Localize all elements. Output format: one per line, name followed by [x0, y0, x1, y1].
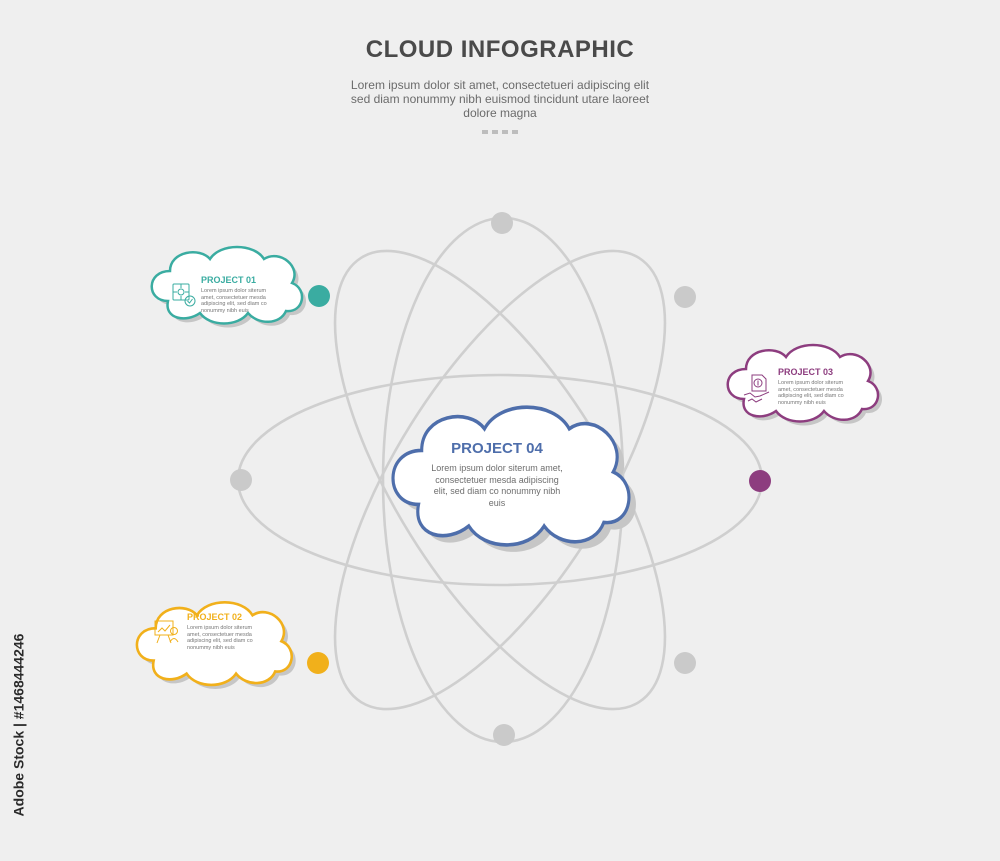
project01-description: Lorem ipsum dolor siterum amet, consecte…	[201, 288, 267, 314]
title-dot	[482, 130, 488, 134]
project01-title: PROJECT 01	[201, 275, 257, 285]
project04-title: PROJECT 04	[451, 440, 543, 457]
project02-title: PROJECT 02	[187, 612, 243, 622]
page-subtitle: Lorem ipsum dolor sit amet, consectetuer…	[350, 78, 650, 120]
page-title: CLOUD INFOGRAPHIC	[365, 36, 635, 63]
orbit-nodes	[230, 212, 771, 746]
project04-text: PROJECT 04 Lorem ipsum dolor siterum ame…	[431, 440, 563, 509]
dollar-handshake-icon	[743, 374, 770, 403]
title-dot	[512, 130, 518, 134]
project04-description: Lorem ipsum dolor siterum amet, consecte…	[431, 463, 563, 508]
project03-description: Lorem ipsum dolor siterum amet, consecte…	[778, 380, 844, 406]
stock-watermark: Adobe Stock | #1468444246	[8, 600, 28, 850]
stock-watermark-text: Adobe Stock | #1468444246	[10, 633, 27, 817]
title-dot	[502, 130, 508, 134]
node-project02	[307, 652, 329, 674]
presentation-board-icon	[154, 620, 179, 644]
project03-text: PROJECT 03 Lorem ipsum dolor siterum ame…	[778, 367, 850, 406]
header: CLOUD INFOGRAPHIC Lorem ipsum dolor sit …	[0, 36, 1000, 134]
project02-description: Lorem ipsum dolor siterum amet, consecte…	[187, 625, 253, 651]
node-project01	[308, 285, 330, 307]
node-lower-right	[674, 652, 696, 674]
node-upper-right	[674, 286, 696, 308]
project01-text: PROJECT 01 Lorem ipsum dolor siterum ame…	[201, 275, 271, 314]
project03-title: PROJECT 03	[778, 367, 834, 377]
title-dot	[492, 130, 498, 134]
node-bottom	[493, 724, 515, 746]
puzzle-gear-icon	[172, 283, 196, 307]
project02-text: PROJECT 02 Lorem ipsum dolor siterum ame…	[187, 612, 257, 651]
node-top	[491, 212, 513, 234]
node-left	[230, 469, 252, 491]
title-dots-decoration	[0, 130, 1000, 134]
node-project03	[749, 470, 771, 492]
